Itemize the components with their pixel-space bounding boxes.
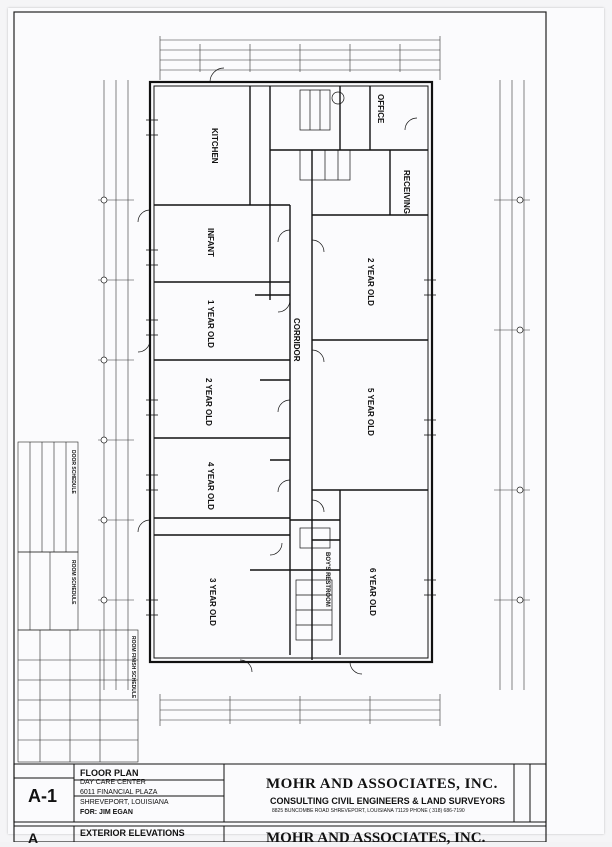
title-block-frame: [13, 763, 547, 842]
schedule-tables: [17, 441, 139, 763]
firm-name: MOHR AND ASSOCIATES, INC.: [266, 776, 498, 792]
grid-bubbles: [100, 196, 524, 604]
room-three-year: 3 YEAR OLD: [208, 578, 217, 626]
dimension-lines-sides: [98, 80, 530, 690]
room-five-year: 5 YEAR OLD: [366, 388, 375, 436]
room-one-year: 1 YEAR OLD: [206, 300, 215, 348]
project-line-4: FOR: JIM EGAN: [80, 809, 133, 816]
door-swings: [137, 67, 418, 675]
room-office: OFFICE: [376, 94, 385, 124]
room-receiving: RECEIVING: [402, 170, 411, 214]
firm-address: 8825 BUNCOMBE ROAD SHREVEPORT, LOUISIANA…: [272, 808, 465, 814]
door-schedule-title: DOOR SCHEDULE: [70, 450, 76, 495]
sheet-number: A-1: [28, 786, 58, 806]
title-block-sheet-info: FLOOR PLAN DAY CARE CENTER 6011 FINANCIA…: [80, 768, 169, 818]
room-two-year-b: 2 YEAR OLD: [366, 258, 375, 306]
room-two-year-a: 2 YEAR OLD: [204, 378, 213, 426]
exterior-wall-inner: [153, 85, 429, 659]
next-sheet-title: EXTERIOR ELEVATIONS: [80, 828, 185, 838]
next-sheet-firm-name: MOHR AND ASSOCIATES, INC.: [266, 830, 486, 846]
room-kitchen: KITCHEN: [210, 128, 219, 164]
windows: [146, 119, 436, 616]
room-six-year: 6 YEAR OLD: [368, 568, 377, 616]
paper-border: [8, 8, 604, 834]
sheet-title: FLOOR PLAN: [80, 768, 139, 778]
finish-schedule-title: ROOM FINISH SCHEDULE: [130, 636, 136, 699]
schedule-titles: DOOR SCHEDULE ROOM SCHEDULE ROOM FINISH …: [70, 450, 136, 699]
dimension-lines-bottom: [159, 694, 441, 726]
room-infant: INFANT: [206, 228, 215, 257]
room-four-year: 4 YEAR OLD: [206, 462, 215, 510]
room-corridor: CORRIDOR: [292, 318, 301, 362]
room-schedule-title: ROOM SCHEDULE: [70, 560, 76, 605]
project-line-1: DAY CARE CENTER: [80, 779, 146, 786]
room-labels: KITCHEN INFANT 1 YEAR OLD 2 YEAR OLD 4 Y…: [204, 94, 411, 626]
next-sheet-number: A: [28, 830, 39, 846]
project-line-3: SHREVEPORT, LOUISIANA: [80, 799, 169, 806]
interior-walls: [154, 86, 428, 660]
firm-subtitle: CONSULTING CIVIL ENGINEERS & LAND SURVEY…: [270, 796, 506, 806]
dimension-lines-top: [159, 36, 441, 80]
project-line-2: 6011 FINANCIAL PLAZA: [80, 789, 158, 796]
room-boys-restroom: BOY'S RESTROOM: [324, 552, 330, 607]
restroom-fixtures: [295, 89, 351, 641]
exterior-walls: [148, 80, 434, 664]
